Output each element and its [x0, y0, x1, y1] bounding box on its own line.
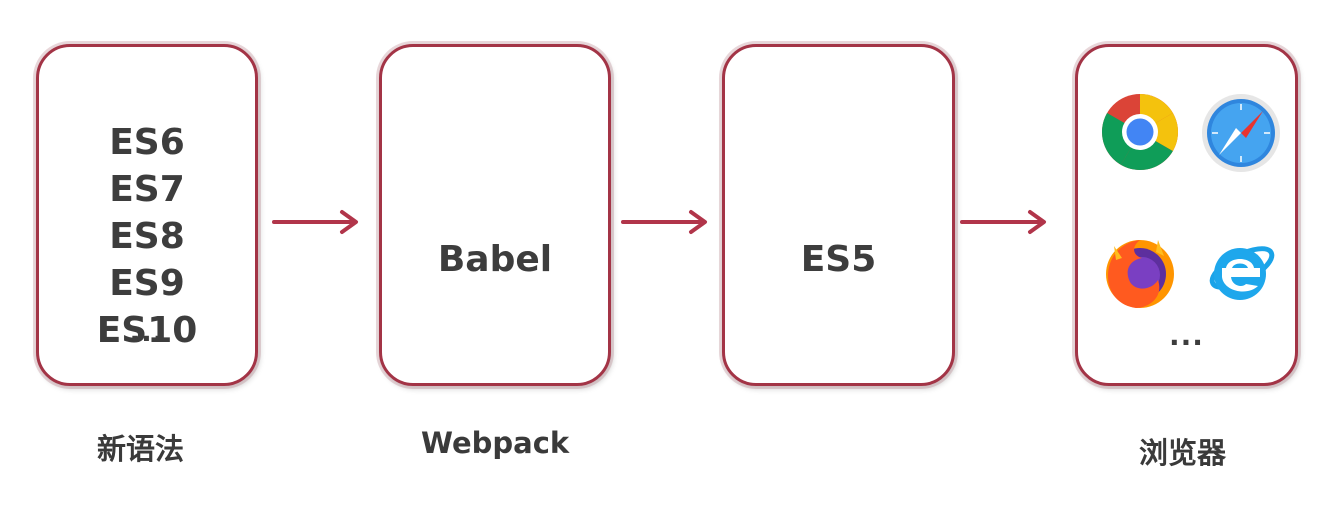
chrome-icon [1102, 94, 1178, 170]
es-version-list: ES6 ES7 ES8 ES9 ES10 [39, 119, 255, 354]
es5-box: ES5 [722, 44, 955, 386]
browser-ellipsis: ... [1169, 319, 1204, 352]
browser-caption: 浏览器 [1139, 436, 1227, 470]
webpack-caption: Webpack [421, 426, 570, 460]
babel-label: Babel [437, 239, 553, 280]
arrow-es5-to-browsers [960, 210, 1046, 234]
syntax-caption: 新语法 [97, 432, 185, 466]
es-version-item: ES9 [109, 263, 185, 304]
safari-icon [1202, 94, 1280, 172]
arrow-syntax-to-babel [272, 210, 358, 234]
es-version-item: ES10 [96, 310, 198, 351]
es-version-item: ES7 [109, 169, 185, 210]
syntax-ellipsis: ... [129, 315, 165, 348]
es5-label: ES5 [800, 239, 877, 280]
es-version-item: ES6 [109, 122, 185, 163]
syntax-box: ES6 ES7 ES8 ES9 ES10 ... [36, 44, 258, 386]
babel-box: Babel [379, 44, 611, 386]
firefox-icon [1106, 240, 1174, 308]
arrow-babel-to-es5 [621, 210, 707, 234]
es-version-item: ES8 [109, 216, 185, 257]
browser-box: ... [1075, 44, 1298, 386]
internet-explorer-icon [1209, 246, 1275, 300]
